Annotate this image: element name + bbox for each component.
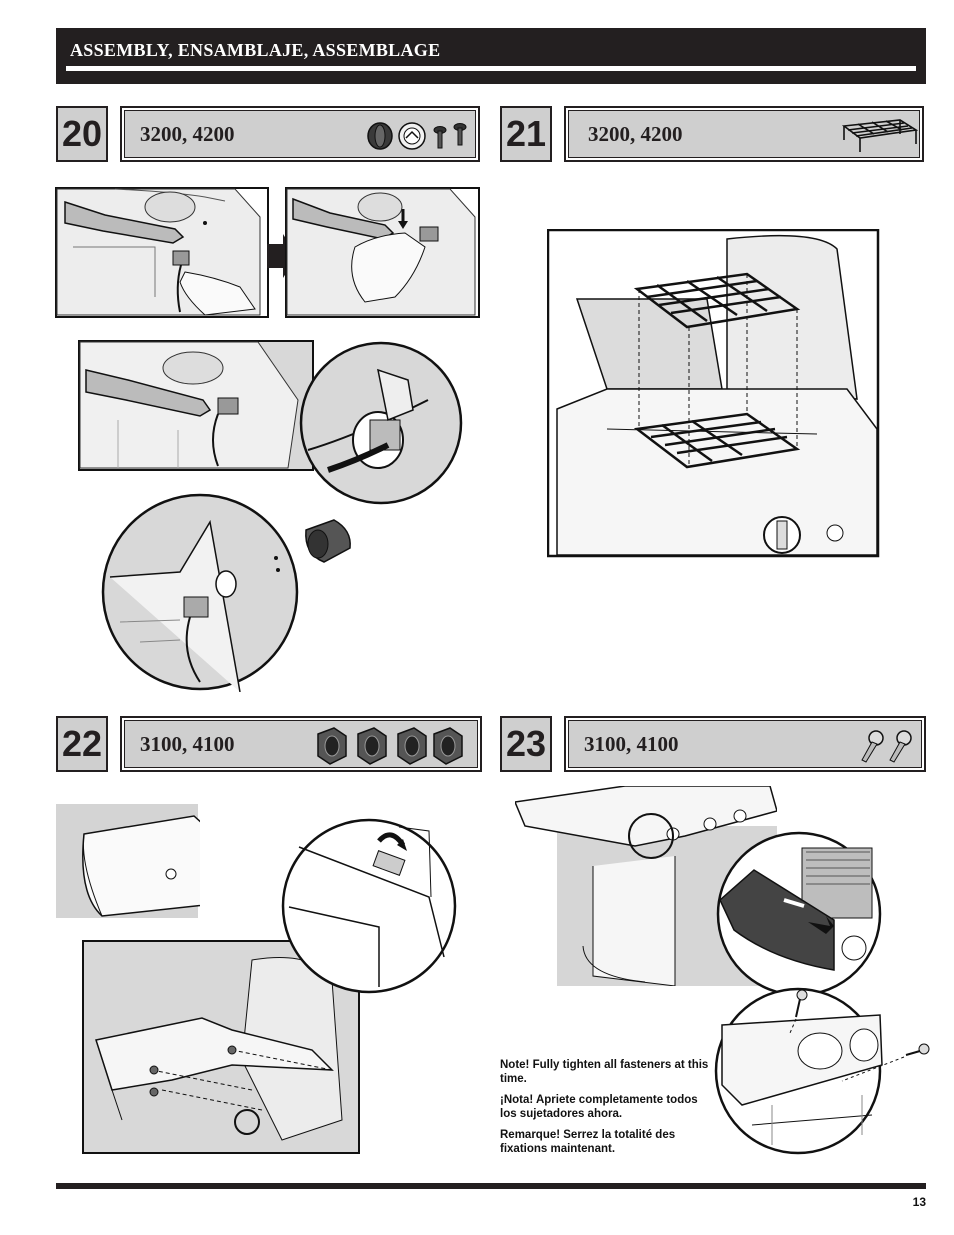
step-22-bar: 3100, 4100	[120, 716, 482, 772]
control-knob-icon	[367, 122, 393, 150]
step-23-bar: 3100, 4100	[564, 716, 926, 772]
step-20-panel-b	[285, 187, 480, 318]
bezel-icon	[398, 122, 426, 150]
flange-nut-icon	[397, 727, 427, 765]
step-23-zoom-circle-a	[716, 831, 882, 997]
bolt-icon	[889, 730, 912, 763]
step-23-number: 23	[500, 716, 552, 772]
bolt-icon	[861, 730, 884, 763]
note-french: Remarque! Serrez la totalité des fixatio…	[500, 1129, 676, 1155]
note-spanish: ¡Nota! Apriete completamente todos los s…	[500, 1094, 698, 1120]
header-rule	[66, 66, 916, 71]
footer-rule	[56, 1183, 926, 1189]
step-23-zoom-circle-b	[714, 987, 930, 1155]
step-21-grate-illustration	[547, 229, 880, 558]
step-23-models: 3100, 4100	[584, 732, 679, 756]
step-22-zoom-circle	[281, 818, 457, 994]
screw-icon	[433, 126, 447, 149]
flange-nut-icon	[357, 727, 387, 765]
page-title: ASSEMBLY, ENSAMBLAJE, ASSEMBLAGE	[70, 40, 441, 60]
flange-nut-icon	[433, 727, 463, 765]
step-20-panel-c	[78, 340, 314, 471]
flange-nut-icon	[317, 727, 347, 765]
step-21-bar: 3200, 4200	[564, 106, 924, 162]
step-22-models: 3100, 4100	[140, 732, 235, 756]
bolt-icon	[905, 1043, 930, 1056]
control-knob-part	[305, 519, 351, 563]
step-22-number: 22	[56, 716, 108, 772]
step-21-number: 21	[500, 106, 552, 162]
cooking-grate-icon	[841, 119, 919, 152]
bolt-icon	[795, 989, 808, 1018]
step-22-side-shelf-part	[56, 804, 200, 918]
step-20-bar: 3200, 4200	[120, 106, 480, 162]
step-22-assembly-illustration	[82, 940, 360, 1154]
page-number: 13	[912, 1195, 926, 1209]
step-20-zoom-circle-a	[299, 341, 463, 505]
step-20-zoom-circle-b	[101, 493, 299, 692]
step-20-panel-a	[55, 187, 269, 318]
step-20-models: 3200, 4200	[140, 122, 235, 146]
step-20-number: 20	[56, 106, 108, 162]
note-english: Note! Fully tighten all fasteners at thi…	[500, 1059, 709, 1085]
step-21-models: 3200, 4200	[588, 122, 683, 146]
screw-icon	[453, 123, 467, 146]
header-bar: ASSEMBLY, ENSAMBLAJE, ASSEMBLAGE	[56, 28, 926, 84]
